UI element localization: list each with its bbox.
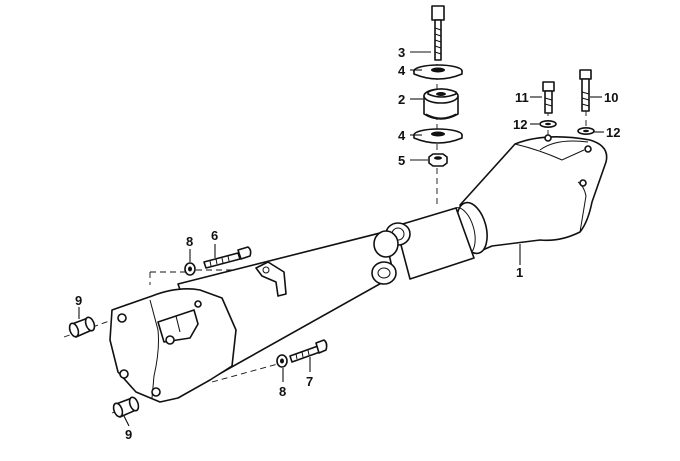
- callout-3: 3: [398, 45, 405, 60]
- dowel-sleeve-9-lower: [112, 396, 140, 418]
- callout-12-left: 12: [513, 117, 527, 132]
- callout-5: 5: [398, 153, 405, 168]
- nut-5: [428, 153, 448, 167]
- bolt-6: [203, 246, 252, 269]
- washer-8-lower: [276, 354, 288, 368]
- bolt-10: [579, 69, 592, 112]
- callout-6: 6: [211, 228, 218, 243]
- dowel-sleeve-9-upper: [68, 316, 96, 338]
- washer-8-upper: [184, 262, 196, 276]
- axle-tube-assembly: [109, 136, 608, 403]
- bolt-11: [542, 81, 555, 114]
- leader-lines: [78, 51, 604, 427]
- mount-stack: [413, 5, 463, 167]
- callout-12-right: 12: [606, 125, 620, 140]
- callout-10: 10: [604, 90, 618, 105]
- callout-1: 1: [516, 265, 523, 280]
- callout-8-upper: 8: [186, 234, 193, 249]
- washer-4-lower: [413, 128, 463, 144]
- callout-labels: 3 4 2 4 5 11 10 12 12 1 6 8 7 8 9 9: [75, 45, 620, 442]
- washer-12-left: [539, 120, 557, 129]
- callout-2: 2: [398, 92, 405, 107]
- bolt-7: [289, 339, 328, 363]
- callout-9-lower: 9: [125, 427, 132, 442]
- callout-4-upper: 4: [398, 63, 406, 78]
- rear-flange-housing: [109, 288, 237, 403]
- rubber-bushing-2: [423, 88, 459, 120]
- washer-12-right: [577, 127, 595, 136]
- bolt-3: [431, 5, 445, 61]
- callout-7: 7: [306, 374, 313, 389]
- callout-11: 11: [515, 90, 529, 105]
- callout-8-lower: 8: [279, 384, 286, 399]
- callout-4-lower: 4: [398, 128, 406, 143]
- washer-4-upper: [413, 64, 463, 80]
- callout-9-upper: 9: [75, 293, 82, 308]
- shaft-tube-segment: [395, 207, 475, 280]
